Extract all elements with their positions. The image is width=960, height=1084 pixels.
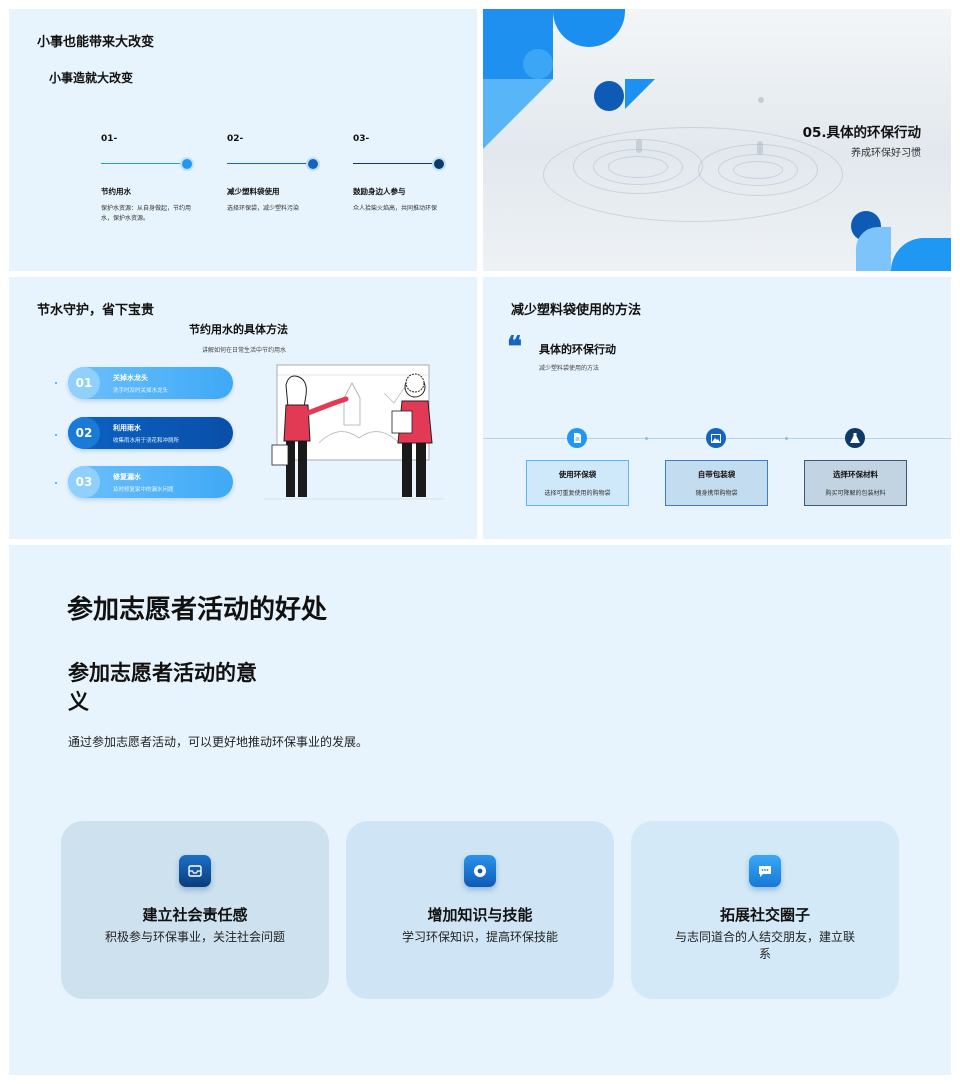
slide-title: 节水守护，省下宝贵 [37,303,155,318]
step-1: 01- 节约用水 保护水资源：从自身做起，节约用水，保护水资源。 [101,134,199,222]
method-title: 自带包装袋 [697,470,736,479]
method-desc: 收集雨水用于浇花和冲厕所 [113,438,180,444]
method-item-2[interactable]: 02 利用雨水 收集雨水用于浇花和冲厕所 [68,417,233,449]
flask-icon [845,428,865,448]
cover-subtitle: 养成环保好习惯 [851,148,921,159]
step-name: 鼓励身边人参与 [353,187,406,196]
timeline-dot [645,437,648,440]
slide-volunteer-benefits[interactable]: 参加志愿者活动的好处 参加志愿者活动的意义 通过参加志愿者活动，可以更好地推动环… [9,545,951,1075]
document-icon [567,428,587,448]
step-3: 03- 鼓励身边人参与 众人拾柴火焰高，共同推动环保 [353,134,451,212]
benefit-title: 建立社会责任感 [142,906,248,924]
slide-small-things[interactable]: 小事也能带来大改变 小事造就大改变 01- 节约用水 保护水资源：从自身做起，节… [9,9,477,271]
benefit-card-3[interactable]: 拓展社交圈子 与志同道合的人结交朋友，建立联系 [631,821,899,999]
timeline-dot [55,434,57,436]
slide-subtitle: 参加志愿者活动的意义 [68,661,257,714]
step-number: 02- [227,134,244,144]
presentation-illustration [264,364,444,500]
slide-reduce-plastic[interactable]: 减少塑料袋使用的方法 ❝ 具体的环保行动 减少塑料袋使用的方法 使用环保袋 选择… [483,277,951,539]
slide-subtitle: 小事造就大改变 [49,71,134,85]
method-title: 修复漏水 [113,473,141,481]
plastic-method-2[interactable]: 自带包装袋 随身携带购物袋 [665,460,768,506]
slide-description: 讲解如何在日常生活中节约用水 [202,347,287,354]
method-desc: 及时修复家中的漏水问题 [113,487,174,493]
water-ripple [543,127,843,222]
benefit-desc: 与志同道合的人结交朋友，建立联系 [675,930,856,961]
step-line [227,163,313,164]
method-desc: 洗手时及时关掉水龙头 [113,388,169,394]
method-desc: 选择可重复使用的购物袋 [544,490,611,497]
location-icon [464,855,496,887]
benefit-card-1[interactable]: 建立社会责任感 积极参与环保事业，关注社会问题 [61,821,329,999]
water-drop-icon [636,139,642,153]
method-item-1[interactable]: 01 关掉水龙头 洗手时及时关掉水龙头 [68,367,233,399]
timeline-dot [55,382,57,384]
geometric-decoration-bottom [851,211,951,271]
method-title: 选择环保材料 [833,470,878,479]
chat-icon [749,855,781,887]
step-name: 减少塑料袋使用 [227,187,280,196]
method-desc: 购买可降解的包装材料 [825,490,886,497]
slide-title: 小事也能带来大改变 [37,35,155,50]
geometric-decoration-top [483,9,655,149]
slide-description: 减少塑料袋使用的方法 [539,365,600,372]
method-title: 关掉水龙头 [113,374,148,382]
step-dot [308,159,318,169]
benefit-title: 增加知识与技能 [427,906,533,924]
method-number: 01 [68,367,100,399]
step-dot [182,159,192,169]
method-desc: 随身携带购物袋 [695,490,738,497]
method-number: 03 [68,466,100,498]
method-number: 02 [68,417,100,449]
quote-icon: ❝ [507,330,523,363]
slide-save-water[interactable]: 节水守护，省下宝贵 节约用水的具体方法 讲解如何在日常生活中节约用水 01 关掉… [9,277,477,539]
water-drop-icon [757,141,763,155]
water-drop-icon [758,97,764,103]
step-desc: 众人拾柴火焰高，共同推动环保 [353,205,438,212]
method-title: 利用雨水 [113,424,141,432]
step-2: 02- 减少塑料袋使用 选择环保袋，减少塑料污染 [227,134,325,212]
slide-description: 通过参加志愿者活动，可以更好地推动环保事业的发展。 [68,735,369,749]
step-desc: 选择环保袋，减少塑料污染 [227,205,300,212]
plastic-method-3[interactable]: 选择环保材料 购买可降解的包装材料 [804,460,907,506]
timeline-dot [785,437,788,440]
step-line [101,163,187,164]
slide-eco-actions-cover[interactable]: 05.具体的环保行动 养成环保好习惯 [483,9,951,271]
slide-subtitle: 具体的环保行动 [539,343,616,356]
step-dot [434,159,444,169]
step-name: 节约用水 [101,187,131,196]
cover-title: 05.具体的环保行动 [802,125,921,141]
step-desc: 保护水资源：从自身做起，节约用水，保护水资源。 [101,205,192,222]
benefit-title: 拓展社交圈子 [719,906,810,924]
benefit-desc: 学习环保知识，提高环保技能 [401,930,558,944]
step-number: 03- [353,134,370,144]
method-title: 使用环保袋 [558,470,597,479]
plastic-method-1[interactable]: 使用环保袋 选择可重复使用的购物袋 [526,460,629,506]
slide-subtitle: 节约用水的具体方法 [189,323,288,336]
slide-title: 减少塑料袋使用的方法 [511,303,642,318]
step-number: 01- [101,134,118,144]
image-icon [706,428,726,448]
step-line [353,163,439,164]
inbox-icon [179,855,211,887]
method-item-3[interactable]: 03 修复漏水 及时修复家中的漏水问题 [68,466,233,498]
slide-title: 参加志愿者活动的好处 [67,595,328,625]
benefit-desc: 积极参与环保事业，关注社会问题 [105,930,286,944]
benefit-card-2[interactable]: 增加知识与技能 学习环保知识，提高环保技能 [346,821,614,999]
timeline-dot [55,482,57,484]
